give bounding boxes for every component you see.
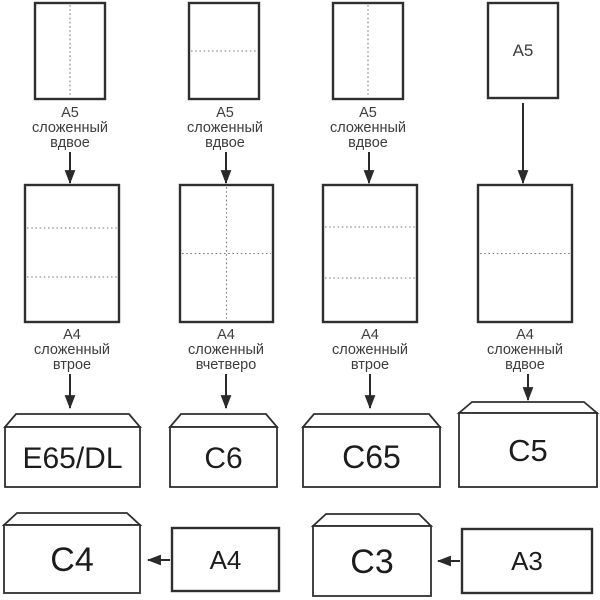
a5-sheet	[187, 1, 261, 101]
caption-line: вчетверо	[196, 357, 257, 373]
column-c65: A5 сложенный вдвое A4 сложенный втрое C6…	[301, 1, 442, 488]
caption-line: вдвое	[205, 135, 245, 151]
caption-line: вдвое	[505, 357, 545, 373]
caption-line: сложенный	[487, 342, 563, 358]
a4-sheet-landscape	[170, 526, 281, 593]
envelope-body	[169, 426, 278, 488]
envelope-flap	[301, 413, 442, 428]
caption-line: сложенный	[332, 342, 408, 358]
envelope-flap-highlighted	[1, 512, 143, 526]
caption-line: A4	[361, 327, 379, 343]
column-c6: A5 сложенный вдвое A4 сложенный вчетверо…	[168, 1, 279, 488]
sheet-label: A3	[511, 546, 543, 576]
envelope-body	[4, 426, 141, 488]
a4-sheet	[23, 183, 121, 324]
a5-sheet	[486, 1, 560, 100]
column-c5: A5 A4 сложенный вдвое C5	[456, 1, 600, 488]
caption-line: A4	[516, 327, 534, 343]
a5-sheet	[331, 1, 405, 101]
caption-line: вдвое	[50, 135, 90, 151]
envelope-flap	[3, 413, 142, 428]
envelope-flap	[168, 413, 279, 428]
column-e65dl: A5 сложенный вдвое A4 сложенный втрое E6…	[3, 1, 142, 488]
sheet-label: A4	[210, 545, 242, 575]
caption-line: A5	[359, 105, 377, 121]
caption-line: сложенный	[187, 120, 263, 136]
envelope-label: C65	[342, 439, 401, 475]
caption-line: втрое	[53, 357, 91, 373]
envelope-label: E65/DL	[22, 442, 122, 475]
envelope-body	[312, 525, 432, 597]
envelope-body	[302, 426, 441, 488]
caption-line: вдвое	[348, 135, 388, 151]
bottom-c3-from-a3: C3 A3	[310, 513, 594, 597]
sheet-inner-label: A5	[513, 41, 534, 60]
envelope-flap	[456, 401, 600, 414]
caption-line: A4	[217, 327, 235, 343]
envelope-label: C4	[50, 541, 93, 579]
caption-line: втрое	[351, 357, 389, 373]
caption-line: A4	[63, 327, 81, 343]
a4-sheet	[476, 183, 574, 324]
envelope-label: C6	[204, 442, 242, 475]
a4-sheet	[321, 183, 419, 324]
caption-line: сложенный	[32, 120, 108, 136]
caption-line: сложенный	[330, 120, 406, 136]
envelope-label: C5	[508, 433, 548, 468]
caption-line: сложенный	[188, 342, 264, 358]
a3-sheet-landscape	[460, 527, 594, 595]
a5-sheet	[33, 1, 107, 101]
bottom-c4-from-a4: C4 A4	[1, 512, 281, 594]
envelope-body-highlighted	[3, 524, 141, 594]
envelope-body	[458, 412, 598, 488]
caption-line: A5	[61, 105, 79, 121]
envelope-label: C3	[350, 543, 393, 581]
caption-line: сложенный	[34, 342, 110, 358]
envelope-flap	[310, 513, 434, 527]
caption-line: A5	[216, 105, 234, 121]
